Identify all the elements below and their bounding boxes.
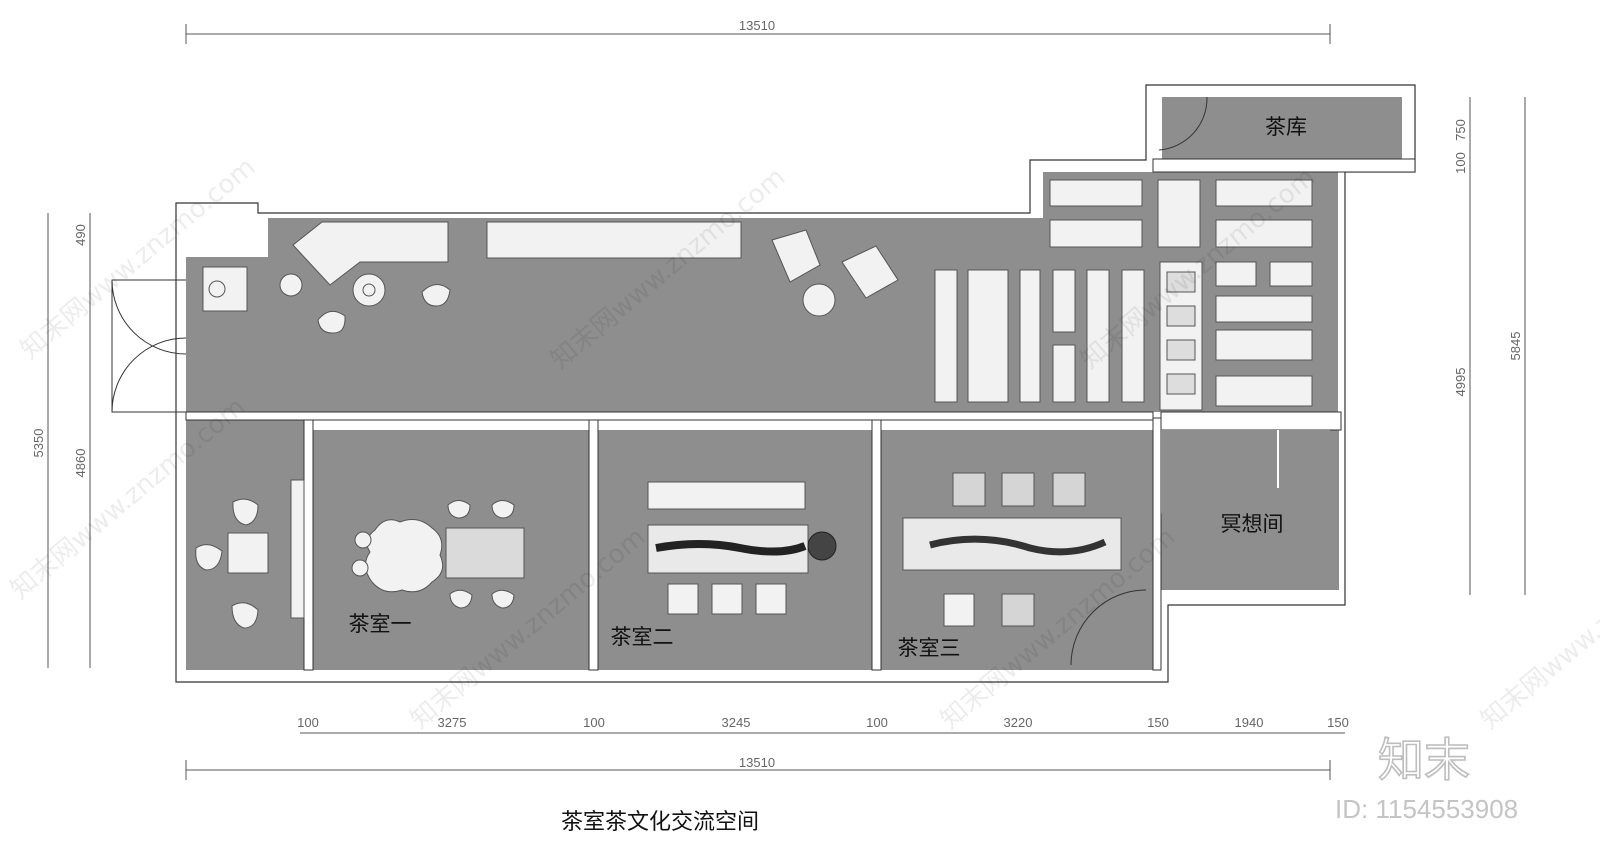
dim-right-upper-b: 100 bbox=[1453, 152, 1468, 174]
dim-left-lower: 4860 bbox=[73, 449, 88, 478]
tea-room-2-furniture bbox=[647, 481, 837, 615]
dim-seg-4: 3245 bbox=[722, 715, 751, 730]
entrance-doors bbox=[111, 279, 187, 413]
dim-seg-1: 100 bbox=[297, 715, 319, 730]
storage-door bbox=[1158, 96, 1208, 151]
label-tea-room-3: 茶室三 bbox=[898, 636, 961, 660]
dim-right-lower: 4995 bbox=[1453, 368, 1468, 397]
label-meditation: 冥想间 bbox=[1221, 512, 1284, 536]
dim-bottom-segments: 100 3275 100 3245 100 3220 150 1940 150 bbox=[297, 715, 1349, 730]
watermark-text: 知末网www.znzmo.com bbox=[1475, 522, 1600, 735]
tea-room-3-furniture bbox=[902, 472, 1122, 627]
shelving bbox=[934, 179, 1313, 411]
watermark-id: ID: 1154553908 bbox=[1335, 794, 1518, 824]
dim-top-total: 13510 bbox=[739, 18, 775, 33]
dim-bottom-total: 13510 bbox=[739, 755, 775, 770]
dim-left-total: 5350 bbox=[31, 429, 46, 458]
lobby-furniture bbox=[202, 221, 899, 334]
drawing-title: 茶室茶文化交流空间 bbox=[561, 810, 759, 835]
dim-right-total: 5845 bbox=[1508, 332, 1523, 361]
dim-seg-7: 150 bbox=[1147, 715, 1169, 730]
internal-walls bbox=[185, 158, 1416, 671]
side-lounge-furniture bbox=[195, 479, 305, 629]
tea-room-1-furniture bbox=[351, 500, 525, 609]
dim-seg-2: 3275 bbox=[438, 715, 467, 730]
label-tea-room-2: 茶室二 bbox=[611, 625, 674, 649]
dimension-lines bbox=[47, 24, 1526, 780]
dim-seg-3: 100 bbox=[583, 715, 605, 730]
room3-door bbox=[1070, 589, 1147, 666]
label-tea-storage: 茶库 bbox=[1265, 115, 1307, 139]
dim-seg-9: 150 bbox=[1327, 715, 1349, 730]
dim-seg-6: 3220 bbox=[1004, 715, 1033, 730]
label-tea-room-1: 茶室一 bbox=[349, 612, 412, 636]
watermark-logo: 知末 bbox=[1378, 733, 1470, 787]
dim-left-upper: 490 bbox=[73, 224, 88, 246]
meditation-floor bbox=[1161, 430, 1330, 588]
dim-seg-5: 100 bbox=[866, 715, 888, 730]
dim-right-upper-a: 750 bbox=[1453, 119, 1468, 141]
dim-seg-8: 1940 bbox=[1235, 715, 1264, 730]
